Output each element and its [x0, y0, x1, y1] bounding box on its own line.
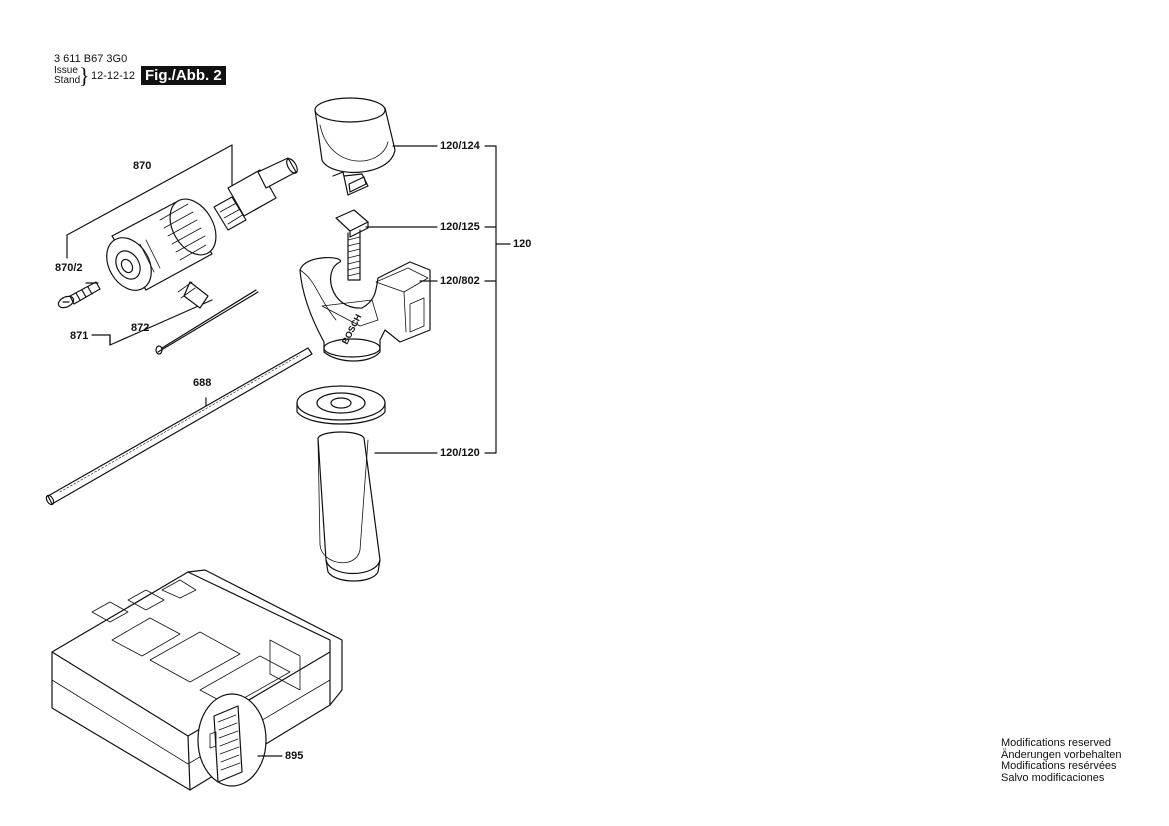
issue-label: Issue [54, 65, 78, 76]
note-fr: Modifications resérvées [1001, 760, 1117, 772]
auxiliary-handle-120-120 [296, 385, 386, 582]
callout-120-125: 120/125 [440, 221, 480, 233]
callout-688: 688 [193, 377, 212, 389]
band-clamp-120-124 [314, 97, 396, 196]
callout-120-120: 120/120 [440, 447, 480, 459]
stand-label: Stand [54, 75, 81, 86]
depth-stop-688 [45, 347, 313, 506]
issue-date: 12-12-12 [91, 70, 136, 82]
callout-895: 895 [285, 750, 304, 762]
group-bracket-120 [484, 145, 497, 454]
callout-870-2: 870/2 [55, 262, 83, 274]
drill-chuck-870 [106, 198, 217, 291]
brace-glyph: } [79, 63, 90, 88]
sds-adapter [213, 157, 298, 231]
callout-871: 871 [70, 330, 89, 342]
note-en: Modifications reserved [1001, 737, 1112, 749]
callout-870: 870 [133, 160, 152, 172]
figure-label: Fig./Abb. 2 [141, 66, 226, 85]
chuck-key-872 [155, 281, 259, 355]
callout-120: 120 [513, 238, 532, 250]
note-de: Änderungen vorbehalten [1001, 748, 1122, 761]
bracket-870 [66, 144, 233, 259]
case-latch-895 [197, 693, 267, 787]
modifications-notes: Modifications reserved Änderungen vorbeh… [1001, 737, 1122, 784]
part-number: 3 611 B67 3G0 [54, 53, 128, 65]
callout-120-802: 120/802 [440, 275, 480, 287]
callout-120-124: 120/124 [440, 140, 480, 152]
clamp-bolt-120-125 [335, 209, 369, 281]
callout-872: 872 [131, 322, 150, 334]
note-es: Salvo modificaciones [1001, 771, 1105, 784]
handle-holder-120-802 [299, 256, 431, 362]
screw-870-2 [57, 281, 101, 309]
